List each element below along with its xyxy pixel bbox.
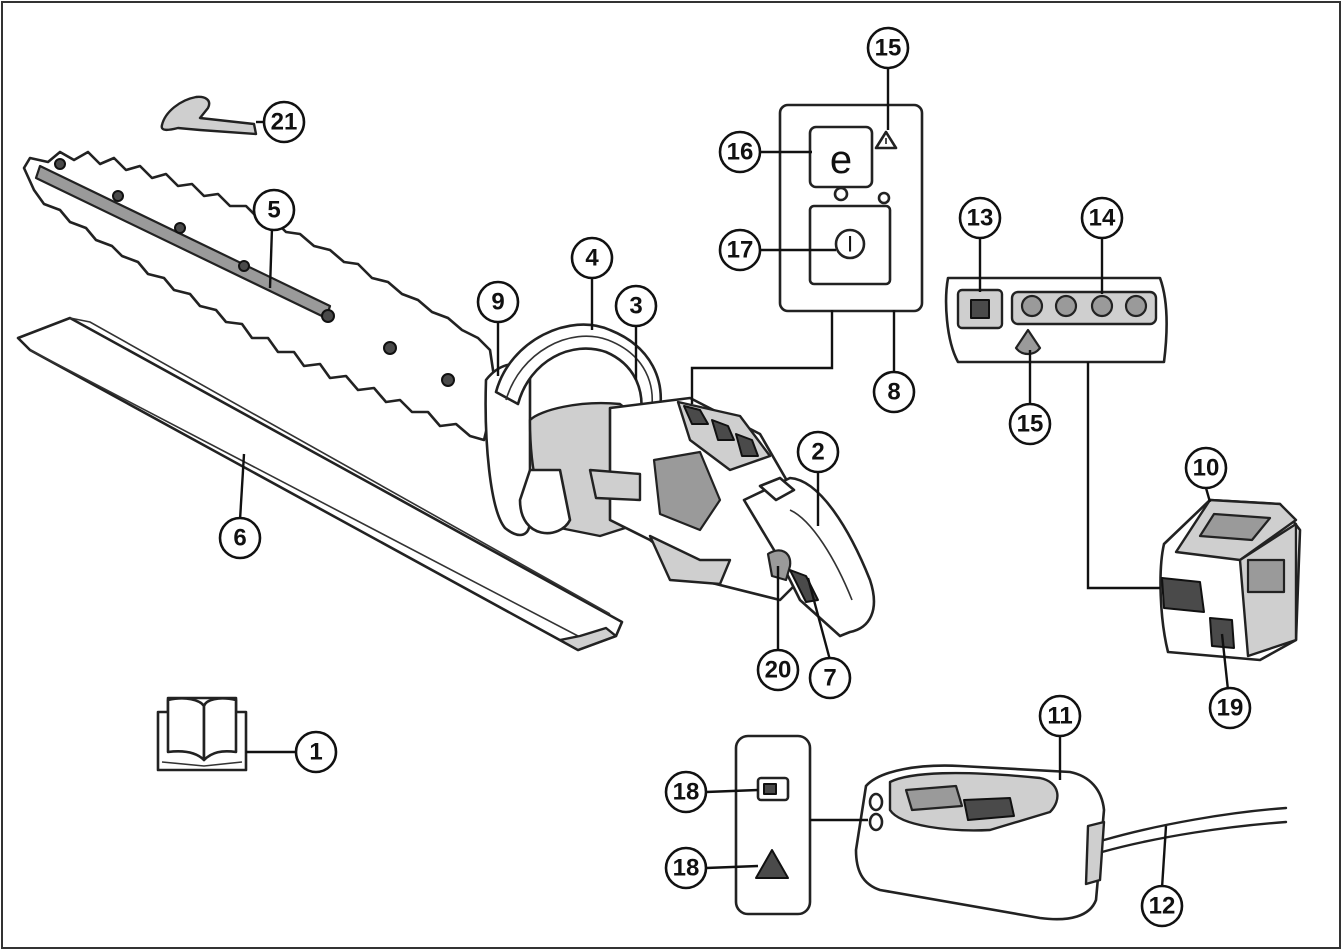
- svg-text:18: 18: [673, 855, 700, 882]
- svg-text:12: 12: [1149, 893, 1176, 920]
- callout-4: 4: [570, 236, 614, 280]
- charger-cable: [1102, 806, 1288, 842]
- control-panel-inset: e I: [778, 103, 924, 313]
- svg-text:16: 16: [727, 139, 754, 166]
- svg-text:10: 10: [1193, 455, 1220, 482]
- key-part: [160, 95, 258, 136]
- callout-19: 19: [1208, 686, 1252, 730]
- svg-text:4: 4: [585, 245, 599, 272]
- callout-14: 14: [1080, 196, 1124, 240]
- callout-17: 17: [718, 228, 762, 272]
- callout-18-bottom: 18: [664, 846, 708, 890]
- callout-10: 10: [1184, 446, 1228, 490]
- callout-15-top: 15: [866, 26, 910, 70]
- charger-warning-icon: [755, 849, 789, 879]
- svg-text:13: 13: [967, 205, 994, 232]
- callout-13: 13: [958, 196, 1002, 240]
- callout-1: 1: [294, 730, 338, 774]
- blade-guard: [16, 316, 624, 652]
- callout-15-bottom: 15: [1008, 402, 1052, 446]
- svg-text:19: 19: [1217, 695, 1244, 722]
- hedge-trimmer-body: [484, 323, 876, 638]
- svg-text:5: 5: [267, 197, 280, 224]
- battery-indicator-inset: [944, 276, 1168, 364]
- svg-text:2: 2: [811, 439, 824, 466]
- callout-7: 7: [808, 656, 852, 700]
- manual-book-icon: [156, 696, 248, 772]
- svg-text:18: 18: [673, 779, 700, 806]
- callout-20: 20: [756, 648, 800, 692]
- svg-text:7: 7: [823, 665, 836, 692]
- svg-text:1: 1: [309, 739, 322, 766]
- svg-text:14: 14: [1089, 205, 1116, 232]
- callout-2: 2: [796, 430, 840, 474]
- svg-text:9: 9: [491, 289, 504, 316]
- svg-text:15: 15: [1017, 411, 1044, 438]
- leader-lines: [238, 66, 1230, 889]
- svg-text:11: 11: [1047, 703, 1072, 730]
- charger: [854, 764, 1106, 921]
- battery-warning-icon: [1014, 328, 1042, 356]
- callout-3: 3: [614, 284, 658, 328]
- power-button-icon: I: [847, 232, 853, 257]
- callout-16: 16: [718, 130, 762, 174]
- callout-12: 12: [1140, 884, 1184, 928]
- battery-pack: [1159, 498, 1302, 662]
- callout-11: 11: [1038, 694, 1082, 738]
- callout-8: 8: [872, 370, 916, 414]
- callout-21: 21: [262, 100, 306, 144]
- charger-indicator-inset: [734, 734, 812, 916]
- callout-18-top: 18: [664, 770, 708, 814]
- svg-text:20: 20: [765, 657, 792, 684]
- battery-charging-icon: [763, 783, 777, 795]
- eco-button-icon: e: [830, 138, 852, 182]
- cutting-blade: [22, 150, 498, 442]
- callout-9: 9: [476, 280, 520, 324]
- svg-text:6: 6: [233, 525, 246, 552]
- svg-text:3: 3: [629, 293, 642, 320]
- svg-text:15: 15: [875, 35, 902, 62]
- svg-text:8: 8: [887, 379, 900, 406]
- svg-text:21: 21: [271, 109, 298, 136]
- svg-text:17: 17: [727, 237, 754, 264]
- callout-6: 6: [218, 516, 262, 560]
- callout-5: 5: [252, 188, 296, 232]
